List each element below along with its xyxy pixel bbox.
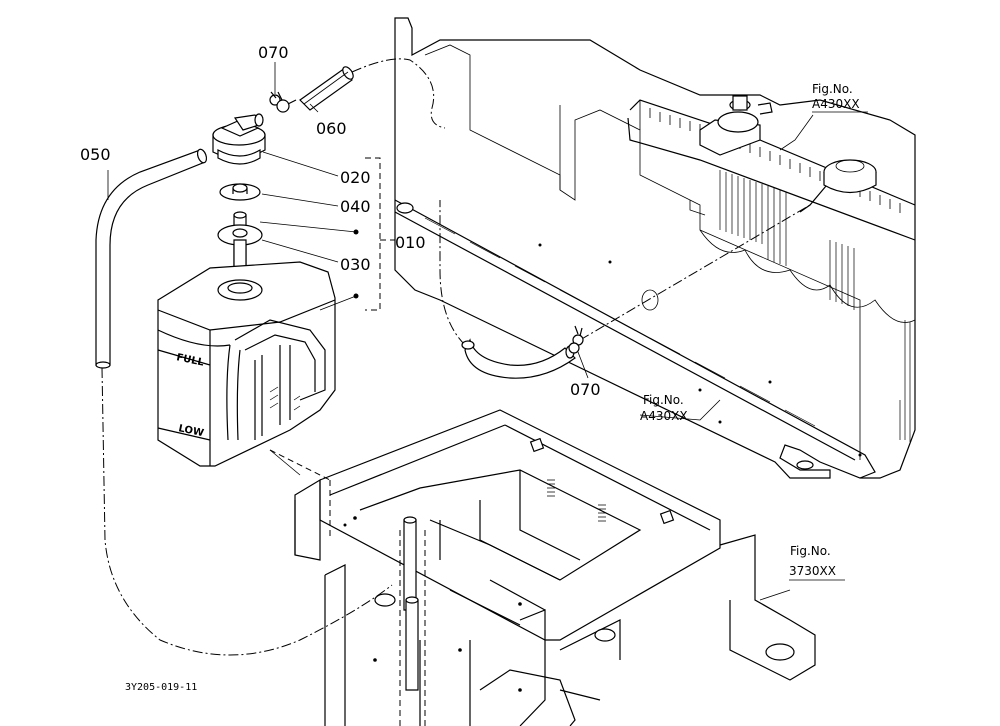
- leader-lines: [107, 62, 814, 601]
- washer-040: [219, 183, 261, 201]
- callout-050: 050: [80, 145, 111, 164]
- clamp-070-top: [269, 91, 297, 113]
- hose-050: [95, 148, 208, 369]
- hose-route-bottom: [439, 200, 811, 346]
- coolant-tank: FULL LOW: [157, 261, 336, 467]
- callout-020: 020: [340, 168, 371, 187]
- tank-low-label: LOW: [177, 423, 204, 439]
- drawing-code: 3Y205-019-11: [125, 682, 197, 693]
- hose-060: [299, 66, 354, 111]
- frame-assembly: [269, 409, 816, 726]
- hose-lower: [461, 338, 576, 379]
- fig-ref-code: 3730XX: [789, 564, 836, 578]
- fig-ref-label: Fig.No.: [812, 82, 853, 96]
- fig-ref-label: Fig.No.: [643, 393, 684, 407]
- callout-010: 010: [395, 233, 426, 252]
- bracket-010: [365, 157, 395, 311]
- callout-030: 030: [340, 255, 371, 274]
- callout-040: 040: [340, 197, 371, 216]
- tank-cap-020: [212, 113, 266, 165]
- fig-ref-radiator-top: Fig.No. A430XX: [812, 82, 868, 113]
- callout-070-bottom: 070: [570, 380, 601, 399]
- upper-outlet: [699, 95, 773, 156]
- hose-route-top: [351, 58, 446, 129]
- radiator-cap: [799, 159, 877, 213]
- fig-ref-radiator-bottom: Fig.No. A430XX: [640, 393, 688, 423]
- fig-ref-label: Fig.No.: [790, 544, 831, 558]
- fig-ref-frame: Fig.No. 3730XX: [789, 544, 845, 581]
- fig-ref-code: A430XX: [812, 97, 860, 111]
- callout-060: 060: [316, 119, 347, 138]
- radiator-assembly: [394, 17, 916, 479]
- fig-ref-code: A430XX: [640, 409, 688, 423]
- hose-route-050: [101, 367, 393, 656]
- callout-070-top: 070: [258, 43, 289, 62]
- clamp-070-bottom: [568, 325, 584, 354]
